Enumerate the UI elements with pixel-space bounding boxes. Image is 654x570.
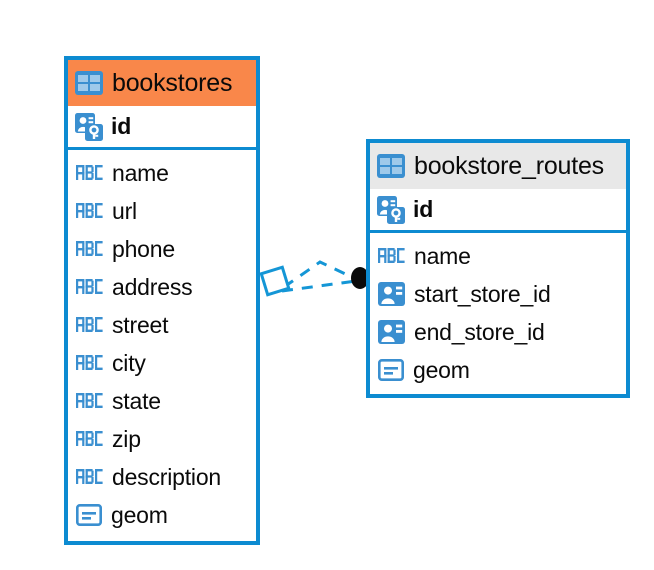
abc-text-icon	[378, 247, 405, 265]
field-row-address[interactable]: address	[68, 268, 256, 306]
relationship-branch-upper	[283, 260, 357, 289]
abc-text-icon	[76, 240, 103, 258]
field-label: geom	[413, 356, 470, 383]
foreign-key-icon	[378, 320, 405, 344]
entity-title: bookstores	[112, 68, 233, 97]
entity-field-list: name start_store_id	[370, 233, 626, 395]
field-row-end-store-id[interactable]: end_store_id	[370, 313, 626, 351]
entity-bookstores[interactable]: bookstores id	[64, 56, 260, 545]
relationship-branch-lower	[281, 279, 357, 293]
foreign-key-icon	[378, 282, 405, 306]
abc-text-icon	[76, 430, 103, 448]
abc-text-icon	[76, 392, 103, 410]
geometry-icon	[377, 358, 404, 381]
field-label: zip	[112, 425, 141, 452]
table-icon	[75, 71, 103, 95]
field-label: name	[414, 242, 471, 269]
primary-key-icon	[377, 195, 405, 224]
entity-title: bookstore_routes	[414, 151, 604, 180]
field-label: city	[112, 349, 146, 376]
field-row-description[interactable]: description	[68, 458, 256, 496]
table-icon	[377, 154, 405, 178]
field-label: url	[112, 197, 137, 224]
field-label: start_store_id	[414, 280, 551, 307]
abc-text-icon	[76, 164, 103, 182]
field-label: street	[112, 311, 169, 338]
entity-header-bookstores[interactable]: bookstores	[68, 60, 256, 106]
field-row-url[interactable]: url	[68, 192, 256, 230]
field-label: description	[112, 463, 222, 490]
field-row-state[interactable]: state	[68, 382, 256, 420]
field-row-phone[interactable]: phone	[68, 230, 256, 268]
entity-field-list: name	[68, 150, 256, 540]
abc-text-icon	[76, 316, 103, 334]
field-row-geom[interactable]: geom	[68, 496, 256, 534]
entity-primary-key-row[interactable]: id	[68, 106, 256, 150]
field-row-geom[interactable]: geom	[370, 351, 626, 389]
field-label: end_store_id	[414, 318, 545, 345]
field-row-name[interactable]: name	[370, 237, 626, 275]
field-label: geom	[111, 501, 168, 528]
field-label: id	[413, 196, 434, 222]
field-row-start-store-id[interactable]: start_store_id	[370, 275, 626, 313]
abc-text-icon	[76, 468, 103, 486]
abc-text-icon	[76, 278, 103, 296]
abc-text-icon	[76, 202, 103, 220]
geometry-icon	[75, 503, 102, 526]
field-row-name[interactable]: name	[68, 154, 256, 192]
abc-text-icon	[76, 354, 103, 372]
field-label: state	[112, 387, 161, 414]
entity-header-bookstore-routes[interactable]: bookstore_routes	[370, 143, 626, 189]
field-row-street[interactable]: street	[68, 306, 256, 344]
field-label: phone	[112, 235, 175, 262]
field-label: address	[112, 273, 193, 300]
field-row-city[interactable]: city	[68, 344, 256, 382]
field-label: name	[112, 159, 169, 186]
field-label: id	[111, 113, 132, 139]
primary-key-icon	[75, 112, 103, 141]
entity-primary-key-row[interactable]: id	[370, 189, 626, 233]
field-row-zip[interactable]: zip	[68, 420, 256, 458]
diamond-icon	[259, 265, 291, 297]
entity-bookstore-routes[interactable]: bookstore_routes id	[366, 139, 630, 398]
